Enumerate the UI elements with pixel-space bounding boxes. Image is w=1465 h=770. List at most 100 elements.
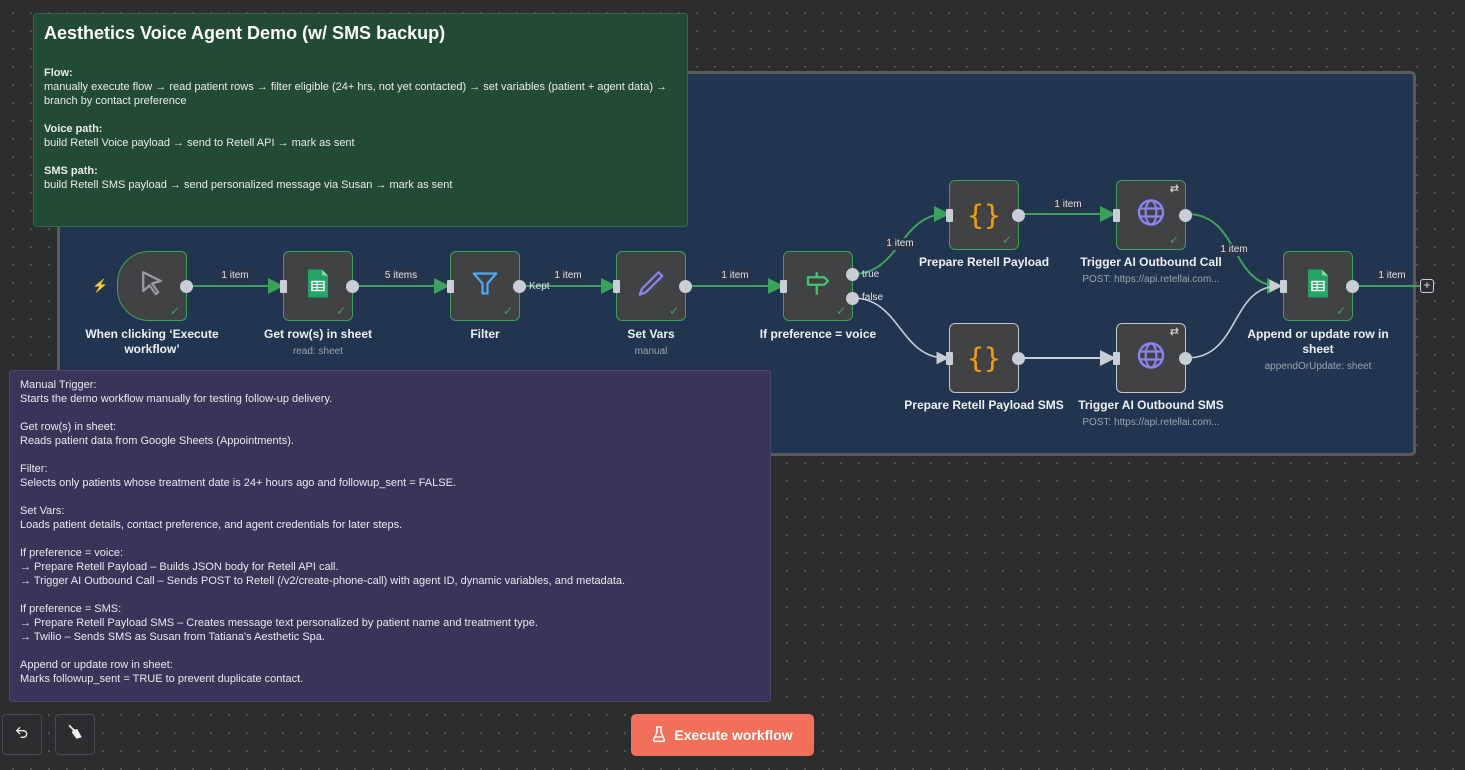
- note-line: Loads patient details, contact preferenc…: [20, 519, 403, 531]
- success-check-icon: ✓: [169, 304, 180, 318]
- input-handle[interactable]: [946, 351, 953, 365]
- edge-label: 1 item: [1218, 244, 1250, 256]
- success-check-icon: ✓: [1168, 233, 1179, 247]
- node-get-rows[interactable]: ✓: [280, 251, 359, 321]
- undo-button[interactable]: [2, 714, 42, 755]
- output-label-true: true: [862, 269, 880, 280]
- note-line: Append or update row in sheet:: [20, 659, 173, 671]
- success-check-icon: ✓: [1335, 304, 1346, 318]
- signpost-icon: [803, 269, 833, 304]
- output-handle[interactable]: [1179, 351, 1192, 365]
- workflow-title: Aesthetics Voice Agent Demo (w/ SMS back…: [44, 23, 446, 43]
- sticky-note-header[interactable]: Aesthetics Voice Agent Demo (w/ SMS back…: [33, 13, 688, 227]
- node-prepare-retell-payload-sms[interactable]: {}: [946, 323, 1025, 393]
- edge-label: 1 item: [884, 238, 916, 250]
- output-handle-false[interactable]: [846, 291, 859, 305]
- output-handle[interactable]: [1179, 208, 1192, 222]
- success-check-icon: ✓: [1001, 233, 1012, 247]
- node-if-preference[interactable]: ✓: [780, 251, 859, 321]
- note-line: manually execute flow → read patient row…: [44, 81, 668, 93]
- retry-loop-icon: ⇄: [1169, 183, 1179, 195]
- note-line: Marks followup_sent = TRUE to prevent du…: [20, 673, 304, 685]
- input-handle[interactable]: [780, 279, 787, 293]
- note-line: If preference = voice:: [20, 547, 124, 559]
- note-line: Selects only patients whose treatment da…: [20, 477, 456, 489]
- note-line: branch by contact preference: [44, 95, 187, 107]
- note-line: → Prepare Retell Payload SMS – Creates m…: [20, 617, 538, 629]
- broom-icon: [66, 723, 84, 746]
- google-sheets-icon: [306, 269, 330, 304]
- note-line: → Twilio – Sends SMS as Susan from Tatia…: [20, 631, 325, 643]
- cursor-icon: [137, 269, 167, 304]
- note-section-title: SMS path:: [44, 165, 98, 177]
- execute-workflow-label: Execute workflow: [674, 727, 793, 743]
- edge-label: 5 items: [382, 270, 420, 282]
- google-sheets-icon: [1306, 269, 1330, 304]
- input-handle[interactable]: [280, 279, 287, 293]
- success-check-icon: ✓: [835, 304, 846, 318]
- add-node-plus-icon[interactable]: +: [1420, 279, 1434, 293]
- output-handle[interactable]: [180, 279, 193, 293]
- input-handle[interactable]: [613, 279, 620, 293]
- trigger-bolt-icon: ⚡: [92, 278, 109, 293]
- output-handle[interactable]: [1346, 279, 1359, 293]
- note-line: → Prepare Retell Payload – Builds JSON b…: [20, 561, 339, 573]
- input-handle[interactable]: [1113, 208, 1120, 222]
- output-handle[interactable]: [346, 279, 359, 293]
- node-trigger-ai-outbound-call[interactable]: ⇄ ✓: [1113, 180, 1192, 250]
- node-label-prepare-payload: Prepare Retell Payload: [918, 255, 1050, 269]
- output-handle[interactable]: [1012, 351, 1025, 365]
- input-handle[interactable]: [447, 279, 454, 293]
- edge-label: 1 item: [219, 270, 251, 282]
- edge-label: 1 item: [719, 270, 751, 282]
- note-section-title: Voice path:: [44, 123, 103, 135]
- note-line: → Trigger AI Outbound Call – Sends POST …: [20, 575, 626, 587]
- globe-icon: [1135, 340, 1167, 377]
- undo-icon: [14, 724, 30, 745]
- note-line: Set Vars:: [20, 505, 65, 517]
- output-handle[interactable]: [513, 279, 526, 293]
- node-manual-trigger[interactable]: ✓: [117, 251, 193, 321]
- note-section-title: Flow:: [44, 67, 73, 79]
- note-line: Manual Trigger:: [20, 379, 97, 391]
- sticky-note-details[interactable]: Manual Trigger: Starts the demo workflow…: [9, 370, 771, 702]
- node-append-update-row[interactable]: ✓: [1280, 251, 1359, 321]
- input-handle[interactable]: [1280, 279, 1287, 293]
- globe-icon: [1135, 197, 1167, 234]
- output-handle[interactable]: [1012, 208, 1025, 222]
- filter-icon: [470, 269, 500, 304]
- edge-label: 1 item: [1376, 270, 1408, 282]
- note-line: Filter:: [20, 463, 48, 475]
- input-handle[interactable]: [946, 208, 953, 222]
- edge-label: 1 item: [1052, 199, 1084, 211]
- code-braces-icon: {}: [967, 198, 1001, 232]
- output-handle[interactable]: [679, 279, 692, 293]
- note-line: Get row(s) in sheet:: [20, 421, 116, 433]
- note-line: Starts the demo workflow manually for te…: [20, 393, 333, 405]
- pencil-icon: [636, 269, 666, 304]
- output-label-kept: Kept: [529, 281, 550, 292]
- node-label-trigger: When clicking ‘Execute workflow’: [85, 327, 219, 356]
- node-label-prepare-sms: Prepare Retell Payload SMS: [904, 398, 1064, 412]
- node-prepare-retell-payload[interactable]: {} ✓: [946, 180, 1025, 250]
- node-set-vars[interactable]: ✓: [613, 251, 692, 321]
- retry-loop-icon: ⇄: [1169, 326, 1179, 338]
- output-handle-true[interactable]: [846, 267, 859, 281]
- node-label-if: If preference = voice: [759, 327, 877, 341]
- success-check-icon: ✓: [668, 304, 679, 318]
- success-check-icon: ✓: [502, 304, 513, 318]
- code-braces-icon: {}: [967, 341, 1001, 375]
- node-filter[interactable]: ✓: [447, 251, 526, 321]
- node-trigger-ai-outbound-sms[interactable]: ⇄: [1113, 323, 1192, 393]
- clear-execution-button[interactable]: [55, 714, 95, 755]
- execute-workflow-button[interactable]: Execute workflow: [631, 714, 814, 756]
- node-label-filter: Filter: [470, 327, 500, 341]
- note-line: build Retell SMS payload → send personal…: [44, 179, 453, 191]
- flask-icon: [652, 725, 666, 745]
- output-label-false: false: [862, 292, 884, 303]
- input-handle[interactable]: [1113, 351, 1120, 365]
